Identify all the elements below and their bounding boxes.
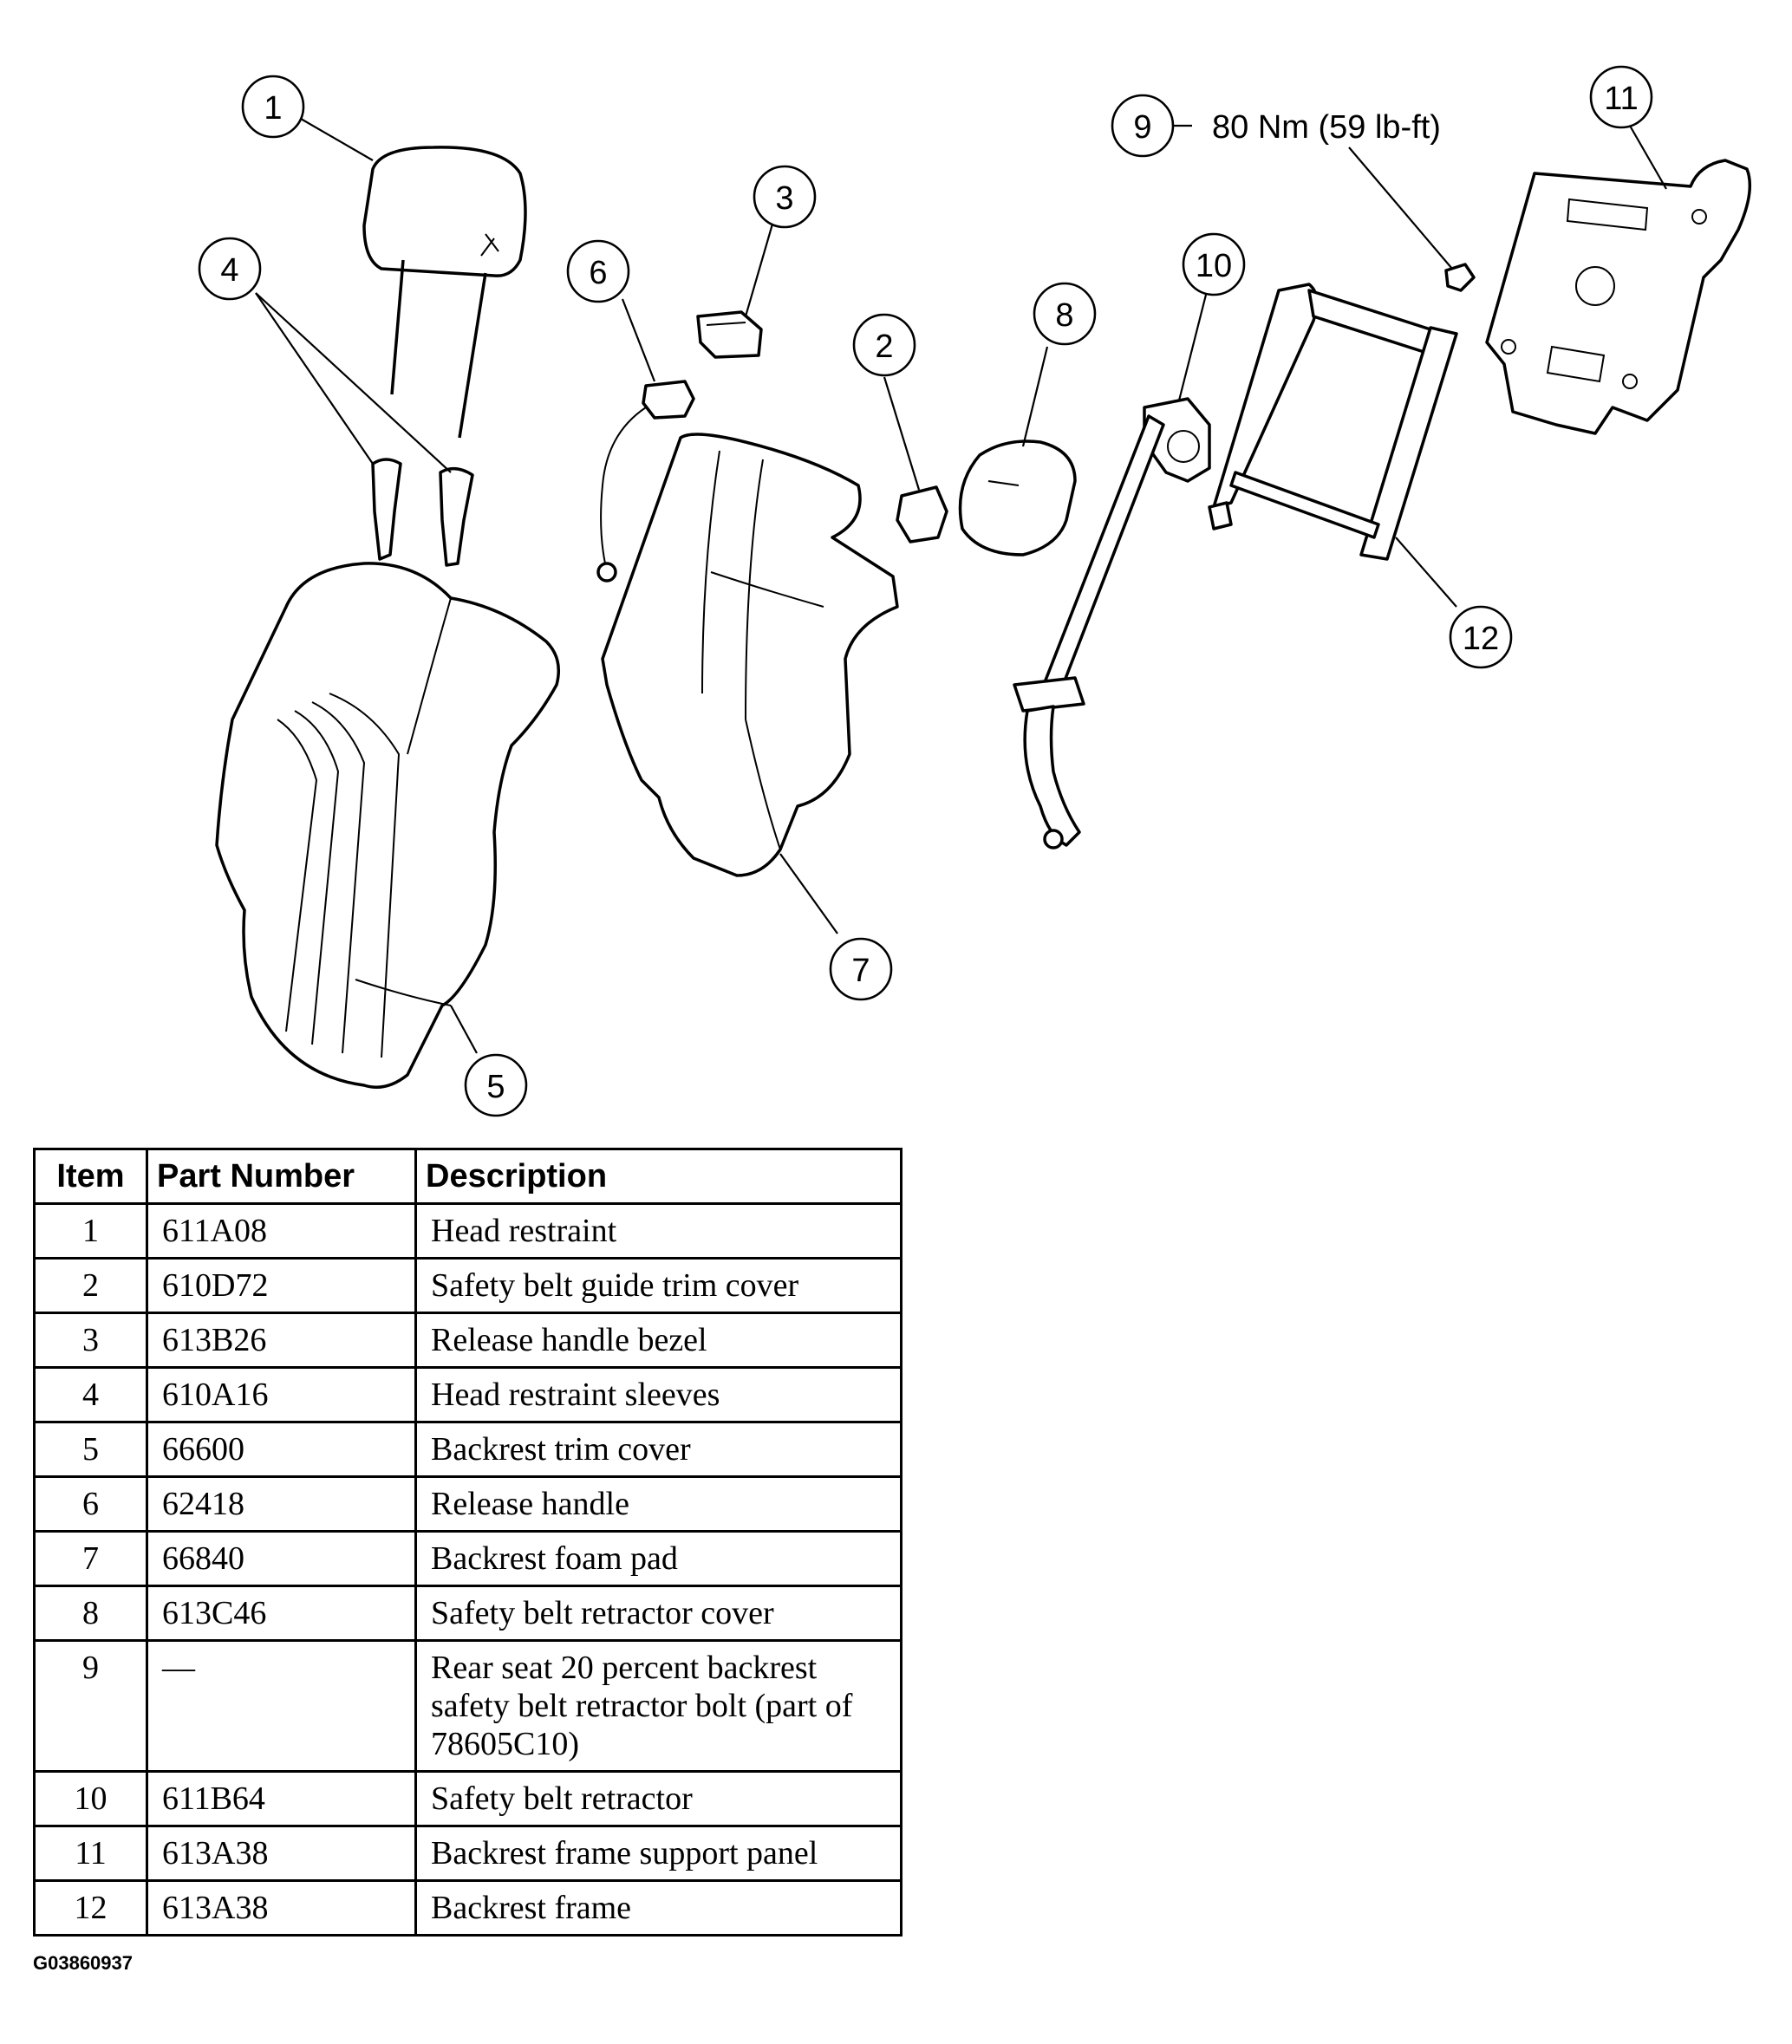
callout-1: 1 [241,75,305,139]
svg-text:3: 3 [775,180,793,217]
row-part-number: 613B26 [146,1312,417,1369]
svg-text:10: 10 [1196,248,1232,284]
callout-8: 8 [1033,282,1097,346]
backrest-trim-cover-part [215,562,560,1089]
safety-belt-retractor-cover-part [958,439,1077,557]
row-part-number: 610A16 [146,1366,417,1423]
row-description: Backrest frame support panel [414,1825,903,1882]
row-part-number: 62418 [146,1475,417,1533]
row-item: 7 [33,1530,148,1587]
row-item: 12 [33,1879,148,1937]
row-item: 9 [33,1639,148,1773]
svg-text:9: 9 [1133,109,1151,146]
row-description: Backrest trim cover [414,1421,903,1478]
backrest-frame-part [1208,283,1458,561]
row-description: Safety belt guide trim cover [414,1257,903,1314]
leader-lines [255,118,1667,1054]
row-description: Safety belt retractor cover [414,1585,903,1642]
callout-2: 2 [852,313,916,377]
svg-text:5: 5 [486,1069,505,1105]
row-description: Rear seat 20 percent backrest safety bel… [414,1639,903,1773]
row-item: 3 [33,1312,148,1369]
row-part-number: 66840 [146,1530,417,1587]
row-part-number: — [146,1639,417,1773]
backrest-foam-pad-part [601,433,899,877]
header-part-number: Part Number [146,1148,417,1205]
svg-text:7: 7 [851,953,870,989]
table-row: 9—Rear seat 20 percent backrest safety b… [33,1639,903,1773]
svg-text:4: 4 [220,252,238,289]
callout-10: 10 [1182,232,1246,296]
header-description: Description [414,1148,903,1205]
row-item: 11 [33,1825,148,1882]
row-item: 8 [33,1585,148,1642]
figure-id: G03860937 [33,1952,133,1974]
torque-spec: 80 Nm (59 lb-ft) [1212,109,1441,146]
callout-3: 3 [753,165,817,229]
row-part-number: 611A08 [146,1202,417,1260]
release-handle-bezel-part [696,310,763,359]
row-item: 6 [33,1475,148,1533]
svg-text:12: 12 [1463,621,1499,657]
row-item: 1 [33,1202,148,1260]
backrest-frame-support-panel-part [1485,159,1752,435]
row-description: Head restraint [414,1202,903,1260]
row-part-number: 611B64 [146,1770,417,1827]
callout-12: 12 [1449,605,1513,669]
row-part-number: 613A38 [146,1879,417,1937]
row-description: Head restraint sleeves [414,1366,903,1423]
row-part-number: 613A38 [146,1825,417,1882]
table-header-row: Item Part Number Description [33,1148,903,1205]
svg-text:6: 6 [589,255,607,291]
callout-9: 9 [1111,94,1175,158]
row-item: 2 [33,1257,148,1314]
svg-text:2: 2 [875,329,893,365]
row-part-number: 610D72 [146,1257,417,1314]
row-item: 10 [33,1770,148,1827]
svg-text:1: 1 [264,90,282,127]
retractor-bolt-part [1444,263,1476,292]
callout-6: 6 [566,239,630,303]
head-restraint-sleeves-part [371,458,474,567]
safety-belt-guide-trim-cover-part [896,485,948,544]
row-item: 5 [33,1421,148,1478]
callout-5: 5 [464,1053,528,1117]
header-item: Item [33,1148,148,1205]
row-part-number: 613C46 [146,1585,417,1642]
row-description: Release handle bezel [414,1312,903,1369]
row-item: 4 [33,1366,148,1423]
row-description: Backrest frame [414,1879,903,1937]
row-description: Release handle [414,1475,903,1533]
row-description: Backrest foam pad [414,1530,903,1587]
row-part-number: 66600 [146,1421,417,1478]
svg-text:11: 11 [1604,81,1638,117]
release-handle-part [596,380,695,583]
exploded-parts-diagram: 1 2 3 4 5 6 7 8 9 80 Nm (59 lb-ft) 10 11 [198,65,1752,1117]
callout-4: 4 [198,237,262,301]
safety-belt-retractor-part [1013,397,1211,849]
callout-11: 11 [1589,65,1653,129]
callout-7: 7 [829,937,893,1001]
row-description: Safety belt retractor [414,1770,903,1827]
head-restraint-part [362,146,527,439]
svg-text:8: 8 [1055,297,1073,334]
